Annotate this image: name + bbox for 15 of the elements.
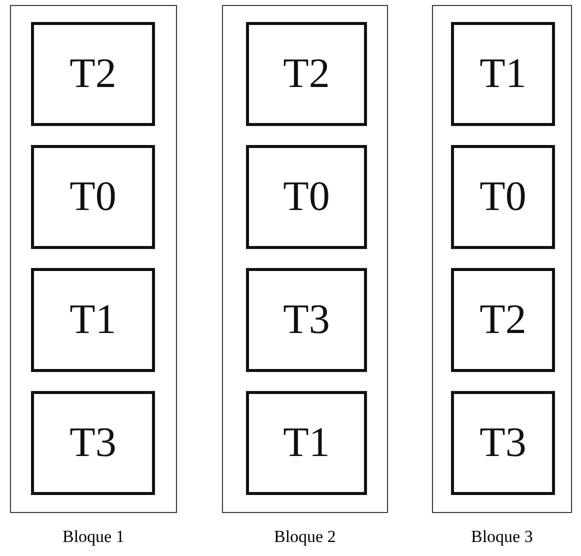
- task-box: T2: [31, 22, 155, 126]
- block-caption: Bloque 3: [471, 527, 533, 547]
- block-caption: Bloque 1: [62, 527, 124, 547]
- task-box: T0: [246, 145, 367, 249]
- task-box: T0: [31, 145, 155, 249]
- task-box: T3: [451, 391, 555, 495]
- task-box: T3: [31, 391, 155, 495]
- task-box: T1: [31, 268, 155, 372]
- task-box: T1: [246, 391, 367, 495]
- task-box: T1: [451, 22, 555, 126]
- task-box: T0: [451, 145, 555, 249]
- task-box: T3: [246, 268, 367, 372]
- task-box: T2: [246, 22, 367, 126]
- block-caption: Bloque 2: [274, 527, 336, 547]
- task-box: T2: [451, 268, 555, 372]
